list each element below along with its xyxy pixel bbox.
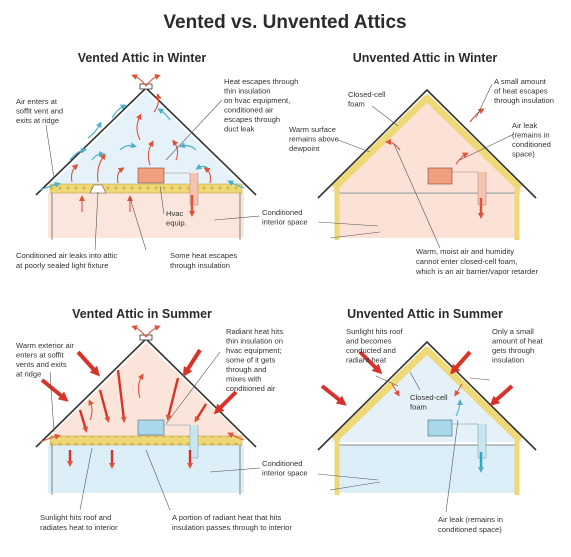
label-warm-exterior: Warm exterior air enters at soffit vents… [16,341,76,379]
attic-space [48,343,244,438]
insulation-layer [49,183,243,194]
label-sunlight-hits: Sunlight hits roof and radiates heat to … [40,513,118,532]
attic-space [330,345,524,442]
ridge-vent [139,83,153,90]
ridge-vent [139,334,153,341]
panel-unvented-summer: Unvented Attic in Summer Sunlight hit [317,307,545,534]
label-hvac-equip: Hvac equip. [166,209,187,228]
panel-vented-winter: Vented Attic in Winter [16,51,300,270]
radiant-heat-arrows [67,369,208,469]
heat-escape-arrows [70,74,212,212]
air-leak-arrow [455,152,469,165]
label-warm-surface: Warm surface remains above dewpoint [289,125,341,153]
attic-space [48,92,244,187]
interior-space [48,445,244,493]
closed-cell-foam [331,94,523,191]
light-fixture [89,184,107,194]
closed-cell-foam [331,346,523,443]
insulation-layer [49,435,243,446]
label-conditioned-leak: Conditioned air leaks into attic at poor… [16,251,119,270]
roof [317,341,537,451]
interior-space [335,193,519,238]
label-air-leak: Air leak (remains in conditioned space) [512,121,553,159]
small-heat-arrow [469,108,485,123]
panel-unvented-winter: Unvented Attic in Winter Closed-cell foa… [289,51,554,276]
hvac-unit [137,419,165,436]
duct [452,423,487,459]
label-conditioned-interior-bottom: Conditioned interior space [262,459,308,478]
duct [164,172,199,206]
label-sunlight-conducted: Sunlight hits roof and becomes conducted… [346,327,405,365]
panel-title-unvented-winter: Unvented Attic in Winter [353,51,498,65]
roof [317,89,537,199]
duct [452,171,487,206]
interior-space [335,445,519,493]
interior-space [48,193,244,238]
cold-air-arrows [39,104,245,191]
label-portion-radiant: A portion of radiant heat that hits insu… [172,513,292,532]
air-leak-arrow [455,399,463,417]
label-air-leak: Air leak (remains in conditioned space) [438,515,505,534]
label-warm-moist: Warm, moist air and humidity cannot ente… [415,247,538,276]
label-some-heat: Some heat escapes through insulation [170,251,239,270]
label-small-heat: A small amount of heat escapes through i… [494,77,554,105]
hvac-unit [137,167,165,184]
label-closed-cell-foam: Closed-cell foam [348,90,388,109]
label-heat-escapes: Heat escapes through thin insulation on … [224,77,300,134]
label-air-enters: Air enters at soffit vent and exits at r… [16,97,65,125]
main-title: Vented vs. Unvented Attics [163,12,406,33]
hvac-unit [427,419,453,437]
sunlight-arrows [320,350,514,406]
small-heat-arrows [391,383,463,397]
panel-title-unvented-summer: Unvented Attic in Summer [347,307,503,321]
label-radiant-hits: Radiant heat hits thin insulation on hva… [226,327,285,393]
label-only-small: Only a small amount of heat gets through… [492,327,545,365]
hvac-unit [427,167,453,185]
panel-title-vented-summer: Vented Attic in Summer [72,307,212,321]
warm-air-arrows [39,325,245,443]
label-closed-cell-foam: Closed-cell foam [410,393,450,412]
label-conditioned-interior-top: Conditioned interior space [262,208,308,227]
attic-space [330,95,524,192]
panel-title-vented-winter: Vented Attic in Winter [78,51,207,65]
panel-vented-summer: Vented Attic in Summer [16,307,292,532]
sunlight-arrows [40,348,238,415]
